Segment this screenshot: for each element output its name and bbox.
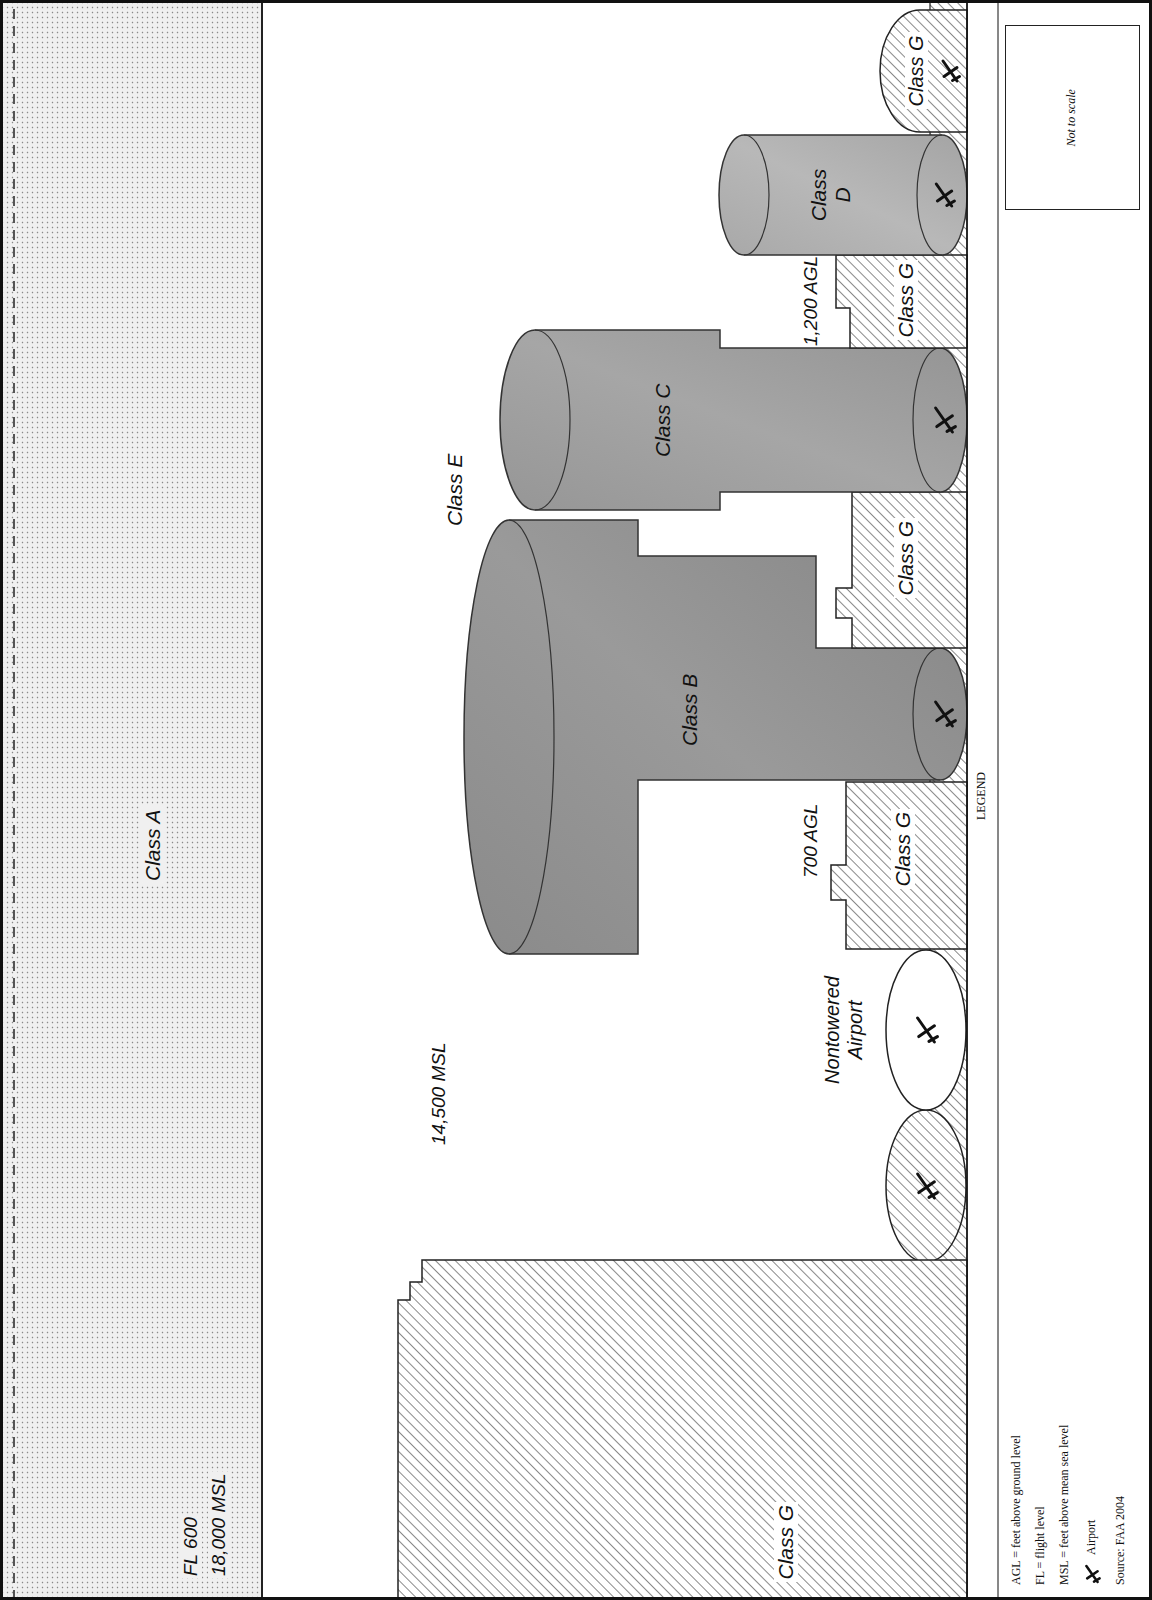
shape-part	[836, 492, 967, 648]
shape-part	[0, 0, 262, 1600]
shape-part	[1006, 26, 1140, 210]
legend-text: FL = flight level	[1034, 1506, 1048, 1585]
shape-part	[398, 1260, 967, 1600]
altitude-label: 700 AGL	[800, 804, 822, 878]
shape-part	[880, 10, 967, 132]
airport-symbol	[936, 408, 956, 432]
altitude-label: 18,000 MSL	[208, 1472, 230, 1578]
class-g-region: Class G	[398, 1260, 967, 1600]
altitude-label: 14,500 MSL	[428, 1043, 450, 1145]
nontowered-airport: Nontowered Airport	[818, 950, 968, 1110]
shape-outline	[398, 1260, 967, 1600]
airport-symbol	[1083, 1563, 1101, 1585]
legend-text: AGL = feet above ground level	[1010, 1435, 1024, 1585]
airport-symbol	[943, 61, 960, 81]
class-g-region: Class G	[836, 255, 967, 348]
airspace-label: Class B	[678, 674, 702, 746]
airspace-label: Class C	[651, 383, 675, 457]
shape-part	[744, 135, 769, 255]
airport-symbol	[936, 184, 954, 206]
airport-symbol	[918, 1018, 938, 1042]
flight-level-label: FL 600	[180, 1515, 202, 1578]
legend-entry: AGL = feet above ground level	[1010, 1435, 1024, 1585]
airport-symbol	[1086, 1566, 1099, 1582]
legend-rule	[998, 0, 999, 1600]
legend-entry: MSL = feet above mean sea level	[1058, 1425, 1072, 1585]
shape-part	[886, 950, 966, 1110]
label-holder: 14,500 MSL	[428, 1043, 450, 1145]
label-holder: Source: FAA 2004	[1114, 1496, 1128, 1585]
airspace-label: Class A	[141, 806, 165, 884]
legend-text: Airport	[1085, 1520, 1099, 1555]
label-holder: FL 600	[180, 1515, 202, 1578]
airspace-label: Not to scale	[1065, 89, 1079, 146]
airspace-label: Class D	[807, 164, 855, 226]
airport-symbol	[918, 1174, 938, 1198]
airspace-label: Class G	[894, 260, 918, 341]
airspace-label: Class G	[891, 809, 915, 890]
class-g-region: Class G	[831, 782, 967, 949]
label-holder: 18,000 MSL	[208, 1472, 230, 1578]
class-g-region: Class G	[836, 492, 967, 648]
towered-airport-class-g	[886, 1110, 966, 1262]
airport-symbol	[936, 702, 956, 726]
shape-part	[831, 782, 967, 949]
scale-note-box: Not to scale	[1005, 25, 1140, 210]
label-holder: 700 AGL	[800, 804, 822, 878]
airspace-label: Class G	[894, 518, 918, 599]
source-note: Source: FAA 2004	[1114, 1496, 1128, 1585]
class-c-airspace: Class C	[500, 330, 967, 510]
legend-entry: Airport	[1083, 1520, 1101, 1585]
shape-part	[719, 135, 967, 255]
airspace-label: Class G	[905, 32, 928, 109]
class-g-airport-dome: Class G	[880, 10, 967, 132]
shape-part	[500, 330, 967, 510]
airspace-label: Nontowered Airport	[821, 970, 867, 1090]
airspace-label: Class G	[774, 1502, 798, 1583]
shape-part	[913, 648, 940, 780]
airspace-name: Class E	[443, 454, 467, 526]
shape-part	[261, 0, 263, 1600]
shape-part	[13, 0, 15, 1600]
shape-part	[913, 348, 940, 492]
legend-entry: FL = flight level	[1034, 1506, 1048, 1585]
legend-text: MSL = feet above mean sea level	[1058, 1425, 1072, 1585]
class-a-band: Class A	[0, 0, 262, 1600]
ground-line	[966, 0, 968, 1600]
shape-part	[535, 330, 570, 510]
shape-part	[917, 135, 942, 255]
shape-part	[836, 255, 967, 348]
shape-outline	[500, 330, 967, 510]
label-holder: Class E	[443, 454, 467, 526]
class-d-airspace: Class D	[719, 135, 967, 255]
altitude-label: 1,200 AGL	[800, 256, 822, 346]
shape-outline	[0, 0, 262, 1600]
legend-title: LEGEND	[975, 772, 989, 820]
label-holder: 1,200 AGL	[800, 256, 822, 346]
shape-part	[509, 520, 554, 954]
label-holder: LEGEND	[975, 772, 989, 820]
